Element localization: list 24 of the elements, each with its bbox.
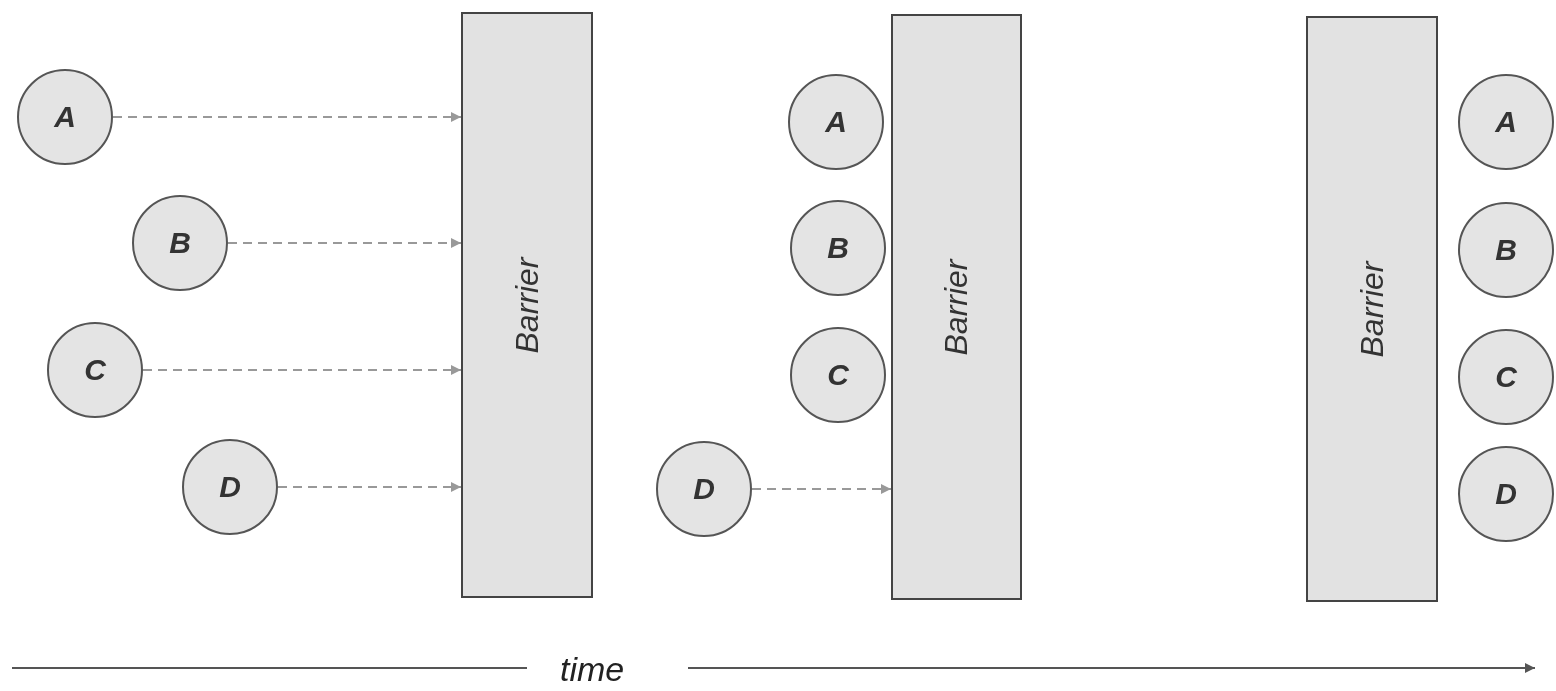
barrier-bar: [461, 12, 593, 598]
barrier-bar: [1306, 16, 1438, 602]
node-letter: D: [693, 472, 715, 506]
node-letter: C: [84, 353, 106, 387]
node-letter: A: [825, 105, 847, 139]
barrier-label: Barrier: [938, 259, 975, 355]
node-letter: D: [219, 470, 241, 504]
dashed-arrow: [277, 482, 462, 492]
node-letter: C: [827, 358, 849, 392]
node-letter: C: [1495, 360, 1517, 394]
node-letter: B: [827, 231, 849, 265]
time-label: time: [560, 650, 625, 689]
barrier-label: Barrier: [1353, 261, 1391, 357]
barrier-bar: [891, 14, 1022, 600]
node-letter: B: [169, 226, 191, 260]
barrier-label: Barrier: [508, 257, 546, 353]
node-letter: D: [1495, 477, 1517, 511]
dashed-arrow: [227, 238, 462, 248]
node-letter: A: [1495, 105, 1517, 139]
dashed-arrow: [142, 365, 462, 375]
dashed-arrow: [751, 484, 892, 494]
dashed-arrow: [112, 112, 462, 122]
node-letter: B: [1495, 233, 1517, 267]
node-letter: A: [54, 100, 76, 134]
